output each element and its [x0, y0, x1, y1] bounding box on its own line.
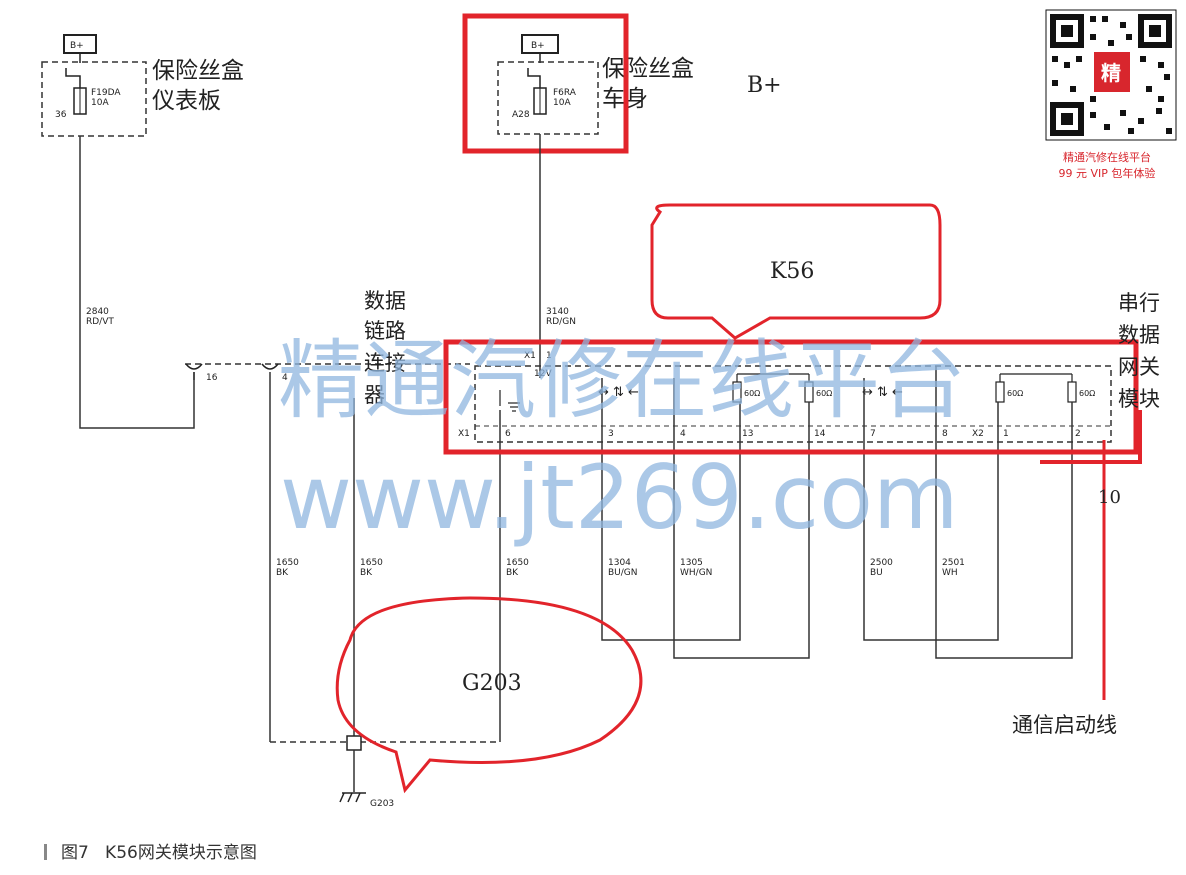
wire-2500-color: BU	[870, 568, 883, 578]
wire-2501-circuit: 2501	[942, 558, 965, 568]
module-label-4: 模块	[1118, 387, 1160, 411]
module-x1-top: X1	[524, 351, 536, 361]
module-pin-8: 8	[942, 429, 948, 439]
wire-1650-a-circuit: 1650	[276, 558, 299, 568]
resistor-2-value: 60Ω	[816, 389, 832, 398]
wire-3140: 3140 RD/GN	[539, 134, 576, 378]
wire-3140-color: RD/GN	[546, 317, 576, 327]
g203-callout	[335, 596, 643, 794]
fuse-body-name: F6RA	[553, 88, 577, 98]
dlc-pin-4: 4	[282, 373, 288, 383]
transceiver-2-icon: ↔ ⇅ ←	[862, 385, 903, 400]
wire-1304-color: BU/GN	[608, 568, 638, 578]
fuse-body-label-1: 保险丝盒	[602, 56, 694, 82]
dlc-label-3: 连接	[364, 351, 406, 375]
wire-1650-c-color: BK	[506, 568, 519, 578]
module-label-3: 网关	[1118, 355, 1160, 379]
caption-bar	[44, 844, 47, 860]
module-pin-3: 3	[608, 429, 614, 439]
wire-2840-circuit: 2840	[86, 307, 109, 317]
module-label-1: 串行	[1118, 291, 1160, 315]
resistor-3-value: 60Ω	[1007, 389, 1023, 398]
wire-1650-b-circuit: 1650	[360, 558, 383, 568]
fuse-ip-label-2: 仪表板	[152, 88, 221, 114]
qr-code: 精	[1045, 9, 1177, 141]
data-link-connector: 16 4 数据 链路 连接 器	[185, 289, 470, 407]
module-label-2: 数据	[1118, 323, 1160, 347]
resistor-4-value: 60Ω	[1079, 389, 1095, 398]
figure-caption: 图7 K56网关模块示意图	[44, 838, 257, 863]
resistor-1-value: 60Ω	[744, 389, 760, 398]
fuse-body-source: B+	[531, 41, 545, 51]
module-pin-13: 13	[742, 429, 753, 439]
wire-2840-color: RD/VT	[86, 317, 114, 327]
watermark-line2: www.jt269.com	[280, 446, 959, 549]
module-x2: X2	[972, 429, 984, 439]
module-x1-bottom: X1	[458, 429, 470, 439]
fuse-body-highlight	[462, 13, 629, 154]
promo-text: 精通汽修在线平台 99 元 VIP 包年体验	[1036, 150, 1178, 182]
fuse-ip-rating: 10A	[91, 98, 109, 108]
wire-2501-color: WH	[942, 568, 958, 578]
module-supply-pin: 1	[546, 351, 552, 361]
module-pin-6: 6	[505, 429, 511, 439]
module-pin-2: 2	[1075, 429, 1081, 439]
gateway-module: X1 1 12V X1 X2 6 3 4 13 14 7 8 1 2 ↔ ⇅ ←…	[458, 351, 1112, 443]
transceiver-1-icon: ↔ ⇅ ←	[598, 385, 639, 400]
wire-2500-circuit: 2500	[870, 558, 893, 568]
fuse-ip-pin: 36	[55, 110, 67, 120]
fuse-ip-label-1: 保险丝盒	[152, 58, 244, 84]
wire-2840: 2840 RD/VT	[79, 136, 195, 429]
red-annotations: K56 串行 数据 网关 模块 10 通信启动线 G203	[335, 203, 1160, 794]
caption-text: K56网关模块示意图	[105, 843, 257, 863]
wire-1650-c-circuit: 1650	[506, 558, 529, 568]
fuse-ip-name: F19DA	[91, 88, 121, 98]
watermark-line1: 精通汽修在线平台	[278, 331, 966, 431]
dlc-label-2: 链路	[364, 319, 406, 343]
fuse-box-instrument-panel: B+ F19DA 10A 36 保险丝盒 仪表板	[41, 34, 244, 137]
bus-wires: 1304 BU/GN 1305 WH/GN 2500 BU 2501 WH	[601, 366, 1073, 659]
k56-label: K56	[770, 259, 814, 284]
dlc-label-1: 数据	[364, 289, 406, 313]
ground-wires: 1650 BK 1650 BK 1650 BK G203	[269, 372, 529, 809]
promo-line2: 99 元 VIP 包年体验	[1058, 167, 1156, 180]
wire-3140-circuit: 3140	[546, 307, 569, 317]
wakeup-number: 10	[1098, 487, 1121, 508]
dlc-label-4: 器	[364, 383, 385, 407]
fuse-ip-source: B+	[70, 41, 84, 51]
module-highlight	[443, 339, 1139, 455]
caption-number: 图7	[61, 843, 89, 863]
fuse-body-pin: A28	[512, 110, 530, 120]
qr-center-char: 精	[1101, 61, 1121, 85]
watermark: 精通汽修在线平台 www.jt269.com	[278, 331, 966, 549]
module-pin-7: 7	[870, 429, 876, 439]
k56-callout	[650, 203, 942, 340]
wire-1650-b-color: BK	[360, 568, 373, 578]
g203-label: G203	[462, 671, 522, 696]
fuse-body-rating: 10A	[553, 98, 571, 108]
bplus-label: B+	[747, 73, 782, 98]
module-supply-voltage: 12V	[534, 369, 552, 379]
promo-line1: 精通汽修在线平台	[1063, 151, 1151, 164]
module-pin-14: 14	[814, 429, 826, 439]
fuse-box-body: B+ F6RA 10A A28 保险丝盒 车身	[462, 13, 694, 154]
wire-1304-circuit: 1304	[608, 558, 631, 568]
module-pin-4: 4	[680, 429, 686, 439]
wire-1305-circuit: 1305	[680, 558, 703, 568]
wire-1650-a-color: BK	[276, 568, 289, 578]
wire-1305-color: WH/GN	[680, 568, 712, 578]
module-pin-1: 1	[1003, 429, 1009, 439]
wakeup-label: 通信启动线	[1012, 713, 1117, 737]
ground-g203-label: G203	[370, 799, 394, 809]
dlc-pin-16: 16	[206, 373, 218, 383]
